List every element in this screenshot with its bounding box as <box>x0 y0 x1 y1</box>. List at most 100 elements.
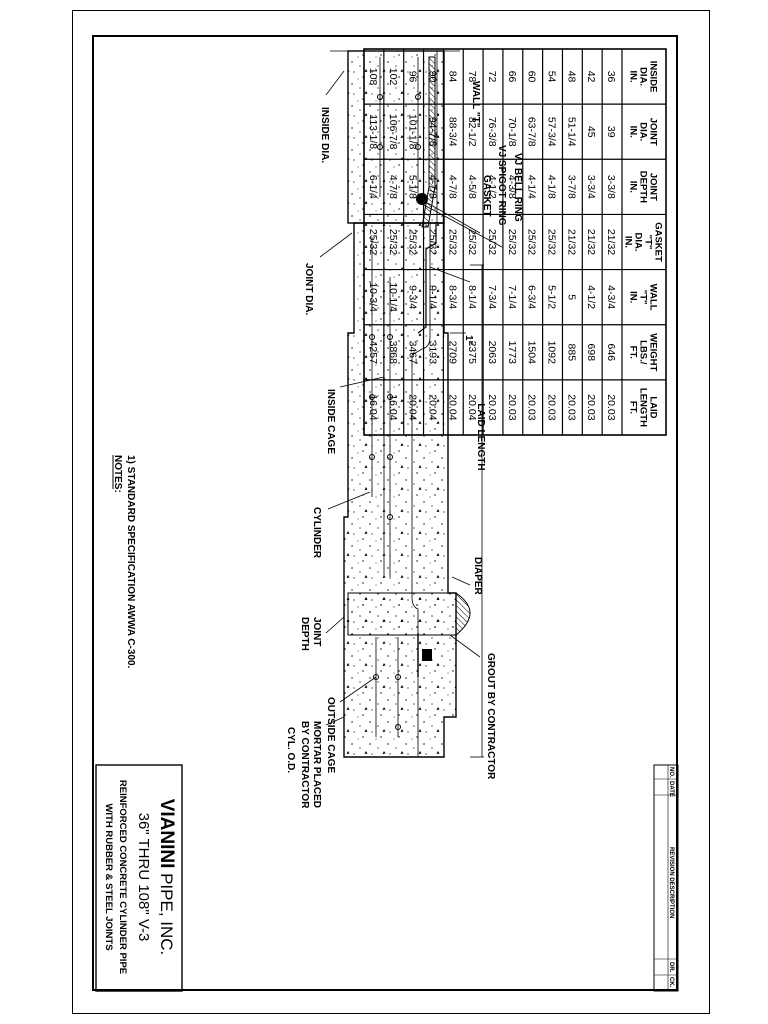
table-cell: 20.04 <box>466 394 478 420</box>
table-cell: 4-3/4 <box>605 285 617 309</box>
table-cell: 2063 <box>486 341 498 365</box>
table-cell: 4-1/4 <box>526 175 538 199</box>
company-name: VIANINI <box>156 799 177 869</box>
diaper-label: DIAPER <box>472 557 483 596</box>
table-cell: 54 <box>546 71 558 83</box>
joint-depth-label-1: JOINT <box>311 617 322 646</box>
table-cell: 25/32 <box>546 229 558 255</box>
table-cell: 82-1/2 <box>466 117 478 147</box>
table-cell: 21/32 <box>565 229 577 255</box>
one-inch-label: 1" <box>463 335 474 346</box>
drawing-sheet <box>72 10 710 1014</box>
table-cell: 698 <box>585 344 597 362</box>
vj-bell-ring-label: VJ BELL RING <box>512 153 523 222</box>
rev-desc-header: REVISION DESCRIPTION <box>668 847 674 918</box>
table-cell: 76-3/8 <box>486 117 498 147</box>
table-cell: 72 <box>486 71 498 83</box>
table-cell: 4-1/8 <box>546 175 558 199</box>
title-desc-1: REINFORCED CONCRETE CYLINDER PIPE <box>117 780 128 974</box>
table-cell: 21/32 <box>585 229 597 255</box>
table-cell: 20.03 <box>486 394 498 420</box>
drawing-frame: INSIDEDIA.IN.JOINTDIA.IN.JOINTDEPTHIN.GA… <box>92 35 679 992</box>
table-cell: 25/32 <box>486 229 498 255</box>
table-cell: 7-1/4 <box>506 285 518 309</box>
table-cell: 25/32 <box>506 229 518 255</box>
table-header-cell: INSIDEDIA.IN. <box>628 61 659 93</box>
inside-cage-label: INSIDE CAGE <box>325 389 336 454</box>
table-cell: 7-3/4 <box>486 285 498 309</box>
table-cell: 3-7/8 <box>565 175 577 199</box>
svg-text:VIANINI PIPE, INC.: VIANINI PIPE, INC. <box>156 799 177 956</box>
grout-label: GROUT BY CONTRACTOR <box>485 653 496 780</box>
table-cell: 70-1/8 <box>506 117 518 147</box>
table-cell: 6-3/4 <box>526 285 538 309</box>
wall-t-label: WALL "T" <box>470 81 481 128</box>
table-cell: 4-7/8 <box>446 175 458 199</box>
drawing-canvas: INSIDEDIA.IN.JOINTDIA.IN.JOINTDEPTHIN.GA… <box>95 48 679 992</box>
mortar-label-1: MORTAR PLACED <box>311 721 322 808</box>
title-block: VIANINI PIPE, INC. 36" THRU 108" V-3 REI… <box>95 764 183 992</box>
table-cell: 4-1/2 <box>486 175 498 199</box>
table-cell: 78 <box>466 71 478 83</box>
cyl-od-label: CYL. O.D. <box>285 727 296 773</box>
table-cell: 2709 <box>446 341 458 365</box>
table-cell: 88-3/4 <box>446 117 458 147</box>
gasket-label: GASKET <box>481 175 492 217</box>
joint-depth-label-2: DEPTH <box>299 617 310 651</box>
table-cell: 57-3/4 <box>546 117 558 147</box>
table-header-cell: JOINTDEPTHIN. <box>628 171 659 203</box>
table-cell: 885 <box>565 344 577 362</box>
table-cell: 20.03 <box>546 394 558 420</box>
table-cell: 4-1/2 <box>585 285 597 309</box>
cylinder-label: CYLINDER <box>311 507 322 559</box>
table-cell: 1773 <box>506 341 518 365</box>
table-cell: 20.03 <box>526 394 538 420</box>
table-cell: 1504 <box>526 341 538 365</box>
table-cell: 20.04 <box>446 394 458 420</box>
vj-spigot-ring-label: VJ SPIGOT RING <box>496 145 507 226</box>
inside-dia-label: INSIDE DIA. <box>319 107 330 163</box>
table-cell: 45 <box>585 126 597 138</box>
table-cell: 39 <box>605 126 617 138</box>
table-cell: 2375 <box>466 341 478 365</box>
table-cell: 21/32 <box>605 229 617 255</box>
table-cell: 3-3/8 <box>605 175 617 199</box>
rev-dr-header: DR. <box>668 962 674 973</box>
table-cell: 48 <box>565 71 577 83</box>
table-cell: 20.03 <box>585 394 597 420</box>
table-cell: 4-5/8 <box>466 175 478 199</box>
revision-block: NO. DATE REVISION DESCRIPTION DR. CK. <box>653 764 679 992</box>
table-cell: 8-3/4 <box>446 285 458 309</box>
title-desc-2: WITH RUBBER & STEEL JOINTS <box>103 803 114 950</box>
size-range: 36" THRU 108" V-3 <box>135 813 152 942</box>
table-cell: 25/32 <box>526 229 538 255</box>
outside-cage-label: OUTSIDE CAGE <box>325 697 336 773</box>
table-header-cell: LAIDLENGTHFT. <box>628 388 659 427</box>
table-header-cell: WEIGHTLBS./FT. <box>628 333 659 371</box>
table-cell: 66 <box>506 71 518 83</box>
rev-ck-header: CK. <box>668 977 674 988</box>
note-1: 1) STANDARD SPECIFICATION AWWA C-300. <box>125 455 136 669</box>
table-cell: 5 <box>565 294 577 300</box>
notes-heading: NOTES: <box>112 455 123 493</box>
table-cell: 3-3/4 <box>585 175 597 199</box>
table-cell: 25/32 <box>466 229 478 255</box>
gasket-icon <box>416 193 428 205</box>
table-cell: 51-1/4 <box>565 117 577 147</box>
table-header-cell: GASKET"T"DIA.IN. <box>623 222 664 262</box>
laid-length-label: LAID LENGTH <box>475 403 486 470</box>
mortar-label-2: BY CONTRACTOR <box>299 721 310 809</box>
table-cell: 63-7/8 <box>526 117 538 147</box>
table-cell: 8-1/4 <box>466 285 478 309</box>
spigot-end-section <box>347 50 445 228</box>
table-cell: 42 <box>585 71 597 83</box>
table-cell: 1092 <box>546 341 558 365</box>
notes-block: NOTES: 1) STANDARD SPECIFICATION AWWA C-… <box>112 455 136 669</box>
table-cell: 5-1/2 <box>546 285 558 309</box>
table-header-cell: WALL"T"IN. <box>628 284 659 311</box>
table-cell: 20.03 <box>605 394 617 420</box>
rev-date-header: DATE <box>668 781 674 797</box>
table-cell: 84 <box>446 71 458 83</box>
table-cell: 60 <box>526 71 538 83</box>
table-cell: 20.03 <box>506 394 518 420</box>
